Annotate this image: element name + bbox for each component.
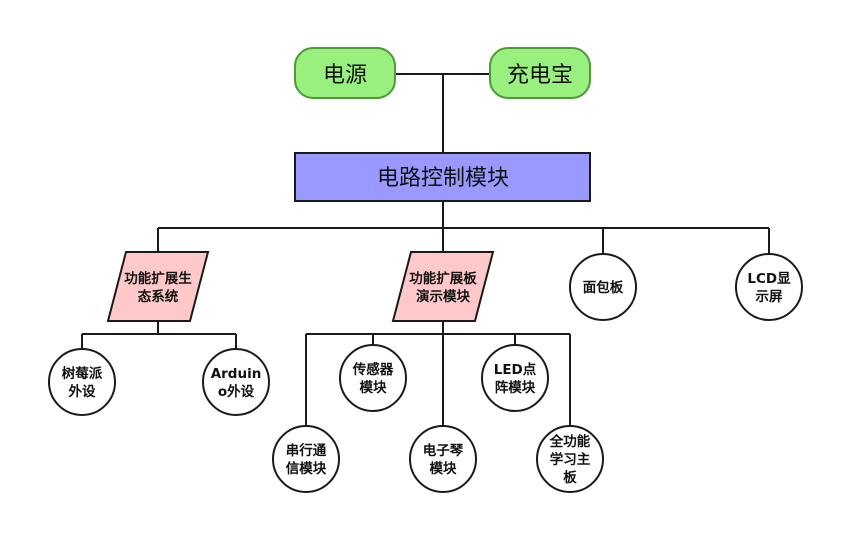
node-sensor-label: 传感器模块 <box>352 361 394 396</box>
node-sensor <box>339 344 407 412</box>
node-ext-ecosystem <box>106 251 210 322</box>
label-line: 树莓派 <box>62 365 103 382</box>
node-lcd-label: LCD显示屏 <box>747 271 791 305</box>
node-power <box>294 47 396 99</box>
label-line: 充电宝 <box>507 63 573 88</box>
node-control <box>294 152 591 202</box>
label-line: 面包板 <box>583 279 624 296</box>
label-line: LED点 <box>494 361 537 378</box>
node-breadboard-label: 面包板 <box>583 279 624 296</box>
node-serial <box>272 425 340 493</box>
node-fullboard <box>536 425 604 493</box>
label-line: 外设 <box>69 383 96 400</box>
node-ext-ecosystem-label: 功能扩展生态系统 <box>124 270 192 305</box>
node-raspberry <box>48 348 116 416</box>
node-ext-board <box>391 251 495 322</box>
label-line: 学习主 <box>550 451 591 468</box>
node-raspberry-label: 树莓派外设 <box>62 365 103 400</box>
node-powerbank-label: 充电宝 <box>507 63 573 88</box>
label-line: Arduin <box>211 366 262 382</box>
node-breadboard <box>569 253 637 321</box>
connectors <box>81 73 770 427</box>
label-line: 阵模块 <box>495 379 536 396</box>
label-line: 串行通 <box>286 442 327 459</box>
label-line: 电路控制模块 <box>377 166 509 191</box>
label-line: 功能扩展生 <box>124 270 192 287</box>
label-line: 全功能 <box>549 433 591 450</box>
label-line: 示屏 <box>756 289 784 305</box>
label-line: 信模块 <box>286 460 327 477</box>
node-piano-label: 电子琴模块 <box>423 442 464 477</box>
label-line: 功能扩展板 <box>409 270 477 287</box>
node-piano <box>409 425 477 493</box>
label-line: 演示模块 <box>416 288 470 305</box>
label-line: LCD显 <box>747 271 791 287</box>
label-line: 态系统 <box>138 288 179 305</box>
node-powerbank <box>489 47 591 99</box>
label-line: 传感器 <box>352 361 394 378</box>
node-fullboard-label: 全功能学习主板 <box>549 433 591 486</box>
node-led <box>481 344 549 412</box>
node-led-label: LED点阵模块 <box>494 361 537 396</box>
node-power-label: 电源 <box>323 63 367 88</box>
node-ext-board-label: 功能扩展板演示模块 <box>409 270 477 305</box>
label-line: 模块 <box>430 460 457 477</box>
label-line: o外设 <box>218 383 255 400</box>
label-line: 板 <box>563 469 577 486</box>
node-serial-label: 串行通信模块 <box>286 442 327 477</box>
node-control-label: 电路控制模块 <box>377 166 509 191</box>
label-line: 模块 <box>360 379 387 396</box>
label-line: 电子琴 <box>423 442 464 459</box>
node-lcd <box>735 253 803 321</box>
node-arduino <box>202 348 270 416</box>
label-line: 电源 <box>323 63 367 88</box>
